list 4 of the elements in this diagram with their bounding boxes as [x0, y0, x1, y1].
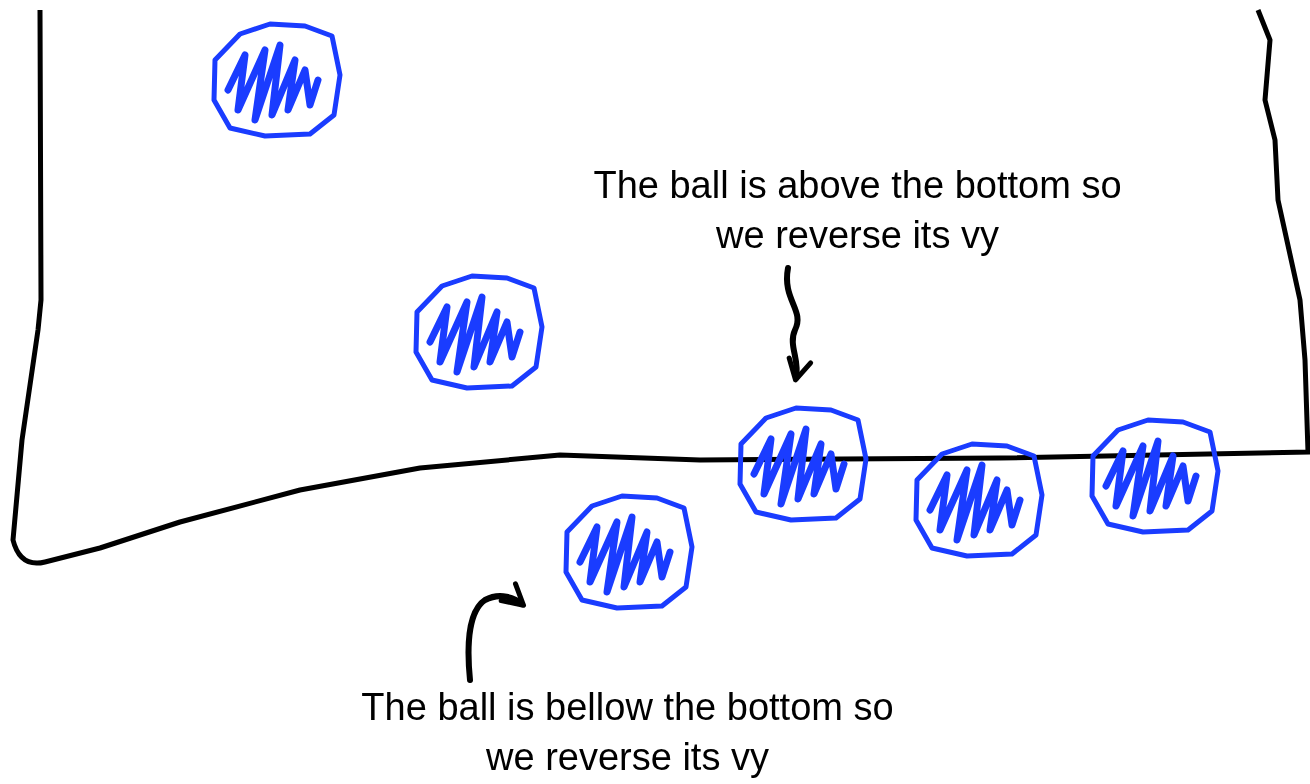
leader-arrow: [465, 581, 527, 683]
annotation-text: The ball is bellow the bottom so we reverse its vy: [355, 682, 900, 782]
leader-arrow: [784, 265, 813, 383]
annotation-text: The ball is above the bottom so we reverse its vy: [585, 160, 1130, 260]
